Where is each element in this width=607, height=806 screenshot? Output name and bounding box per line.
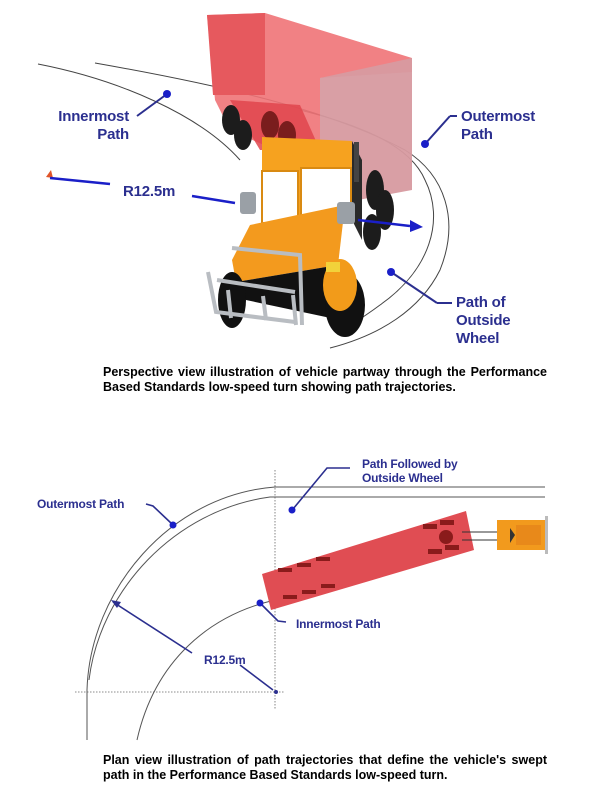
outermost-path-leader [421, 115, 457, 148]
turn-centre-marker [274, 690, 278, 694]
outside-wheel-marker [387, 268, 395, 276]
innermost-path-leader [136, 90, 171, 117]
radius-line [46, 170, 423, 232]
outermost-path-label: Outermost Path [461, 108, 536, 143]
innermost-path-marker [256, 599, 264, 607]
perspective-illustration [37, 13, 457, 349]
outside-wheel-leader [387, 268, 452, 304]
turn-centre-marker [46, 170, 53, 178]
trailer-wheels [222, 105, 296, 150]
perspective-figure-caption: Perspective view illustration of vehicle… [103, 365, 547, 394]
innermost-path-label: Innermost Path [58, 108, 129, 143]
radius-label: R12.5m [123, 183, 176, 200]
plan-figure-caption: Plan view illustration of path trajector… [103, 753, 547, 782]
radius-arrowhead-icon [111, 600, 121, 608]
outermost-path-marker [421, 140, 429, 148]
trailer-axles [278, 520, 459, 599]
outside-wheel-marker [288, 506, 296, 514]
plan-view-figure: Outermost Path Path Followed by Outside … [0, 440, 607, 750]
outermost-path-marker [169, 521, 177, 529]
innermost-path-curve [37, 63, 241, 161]
radius-label: R12.5m [204, 653, 246, 667]
trailer-box [207, 13, 412, 200]
outside-wheel-path-label: Path of Outside Wheel [456, 294, 511, 347]
innermost-path-curve [136, 599, 276, 741]
truck-cab [206, 137, 365, 337]
outside-wheel-leader [288, 467, 350, 514]
trailer-plan [262, 511, 474, 610]
outermost-path-leader [145, 503, 177, 529]
outside-wheel-path-label: Path Followed by Outside Wheel [362, 457, 458, 485]
plan-illustration [75, 467, 548, 741]
innermost-path-marker [163, 90, 171, 98]
innermost-path-leader [256, 599, 287, 623]
tractor-plan [462, 516, 548, 554]
radius-line [111, 600, 274, 691]
outermost-path-curve [86, 486, 545, 740]
outside-wheel-path-curve [88, 496, 545, 681]
radius-arrowhead-icon [410, 220, 423, 232]
innermost-path-label: Innermost Path [296, 617, 381, 631]
bull-bar [206, 246, 304, 326]
perspective-view-figure: Innermost Path Outermost Path R12.5m Pat… [0, 0, 607, 360]
outermost-path-label: Outermost Path [37, 497, 125, 511]
